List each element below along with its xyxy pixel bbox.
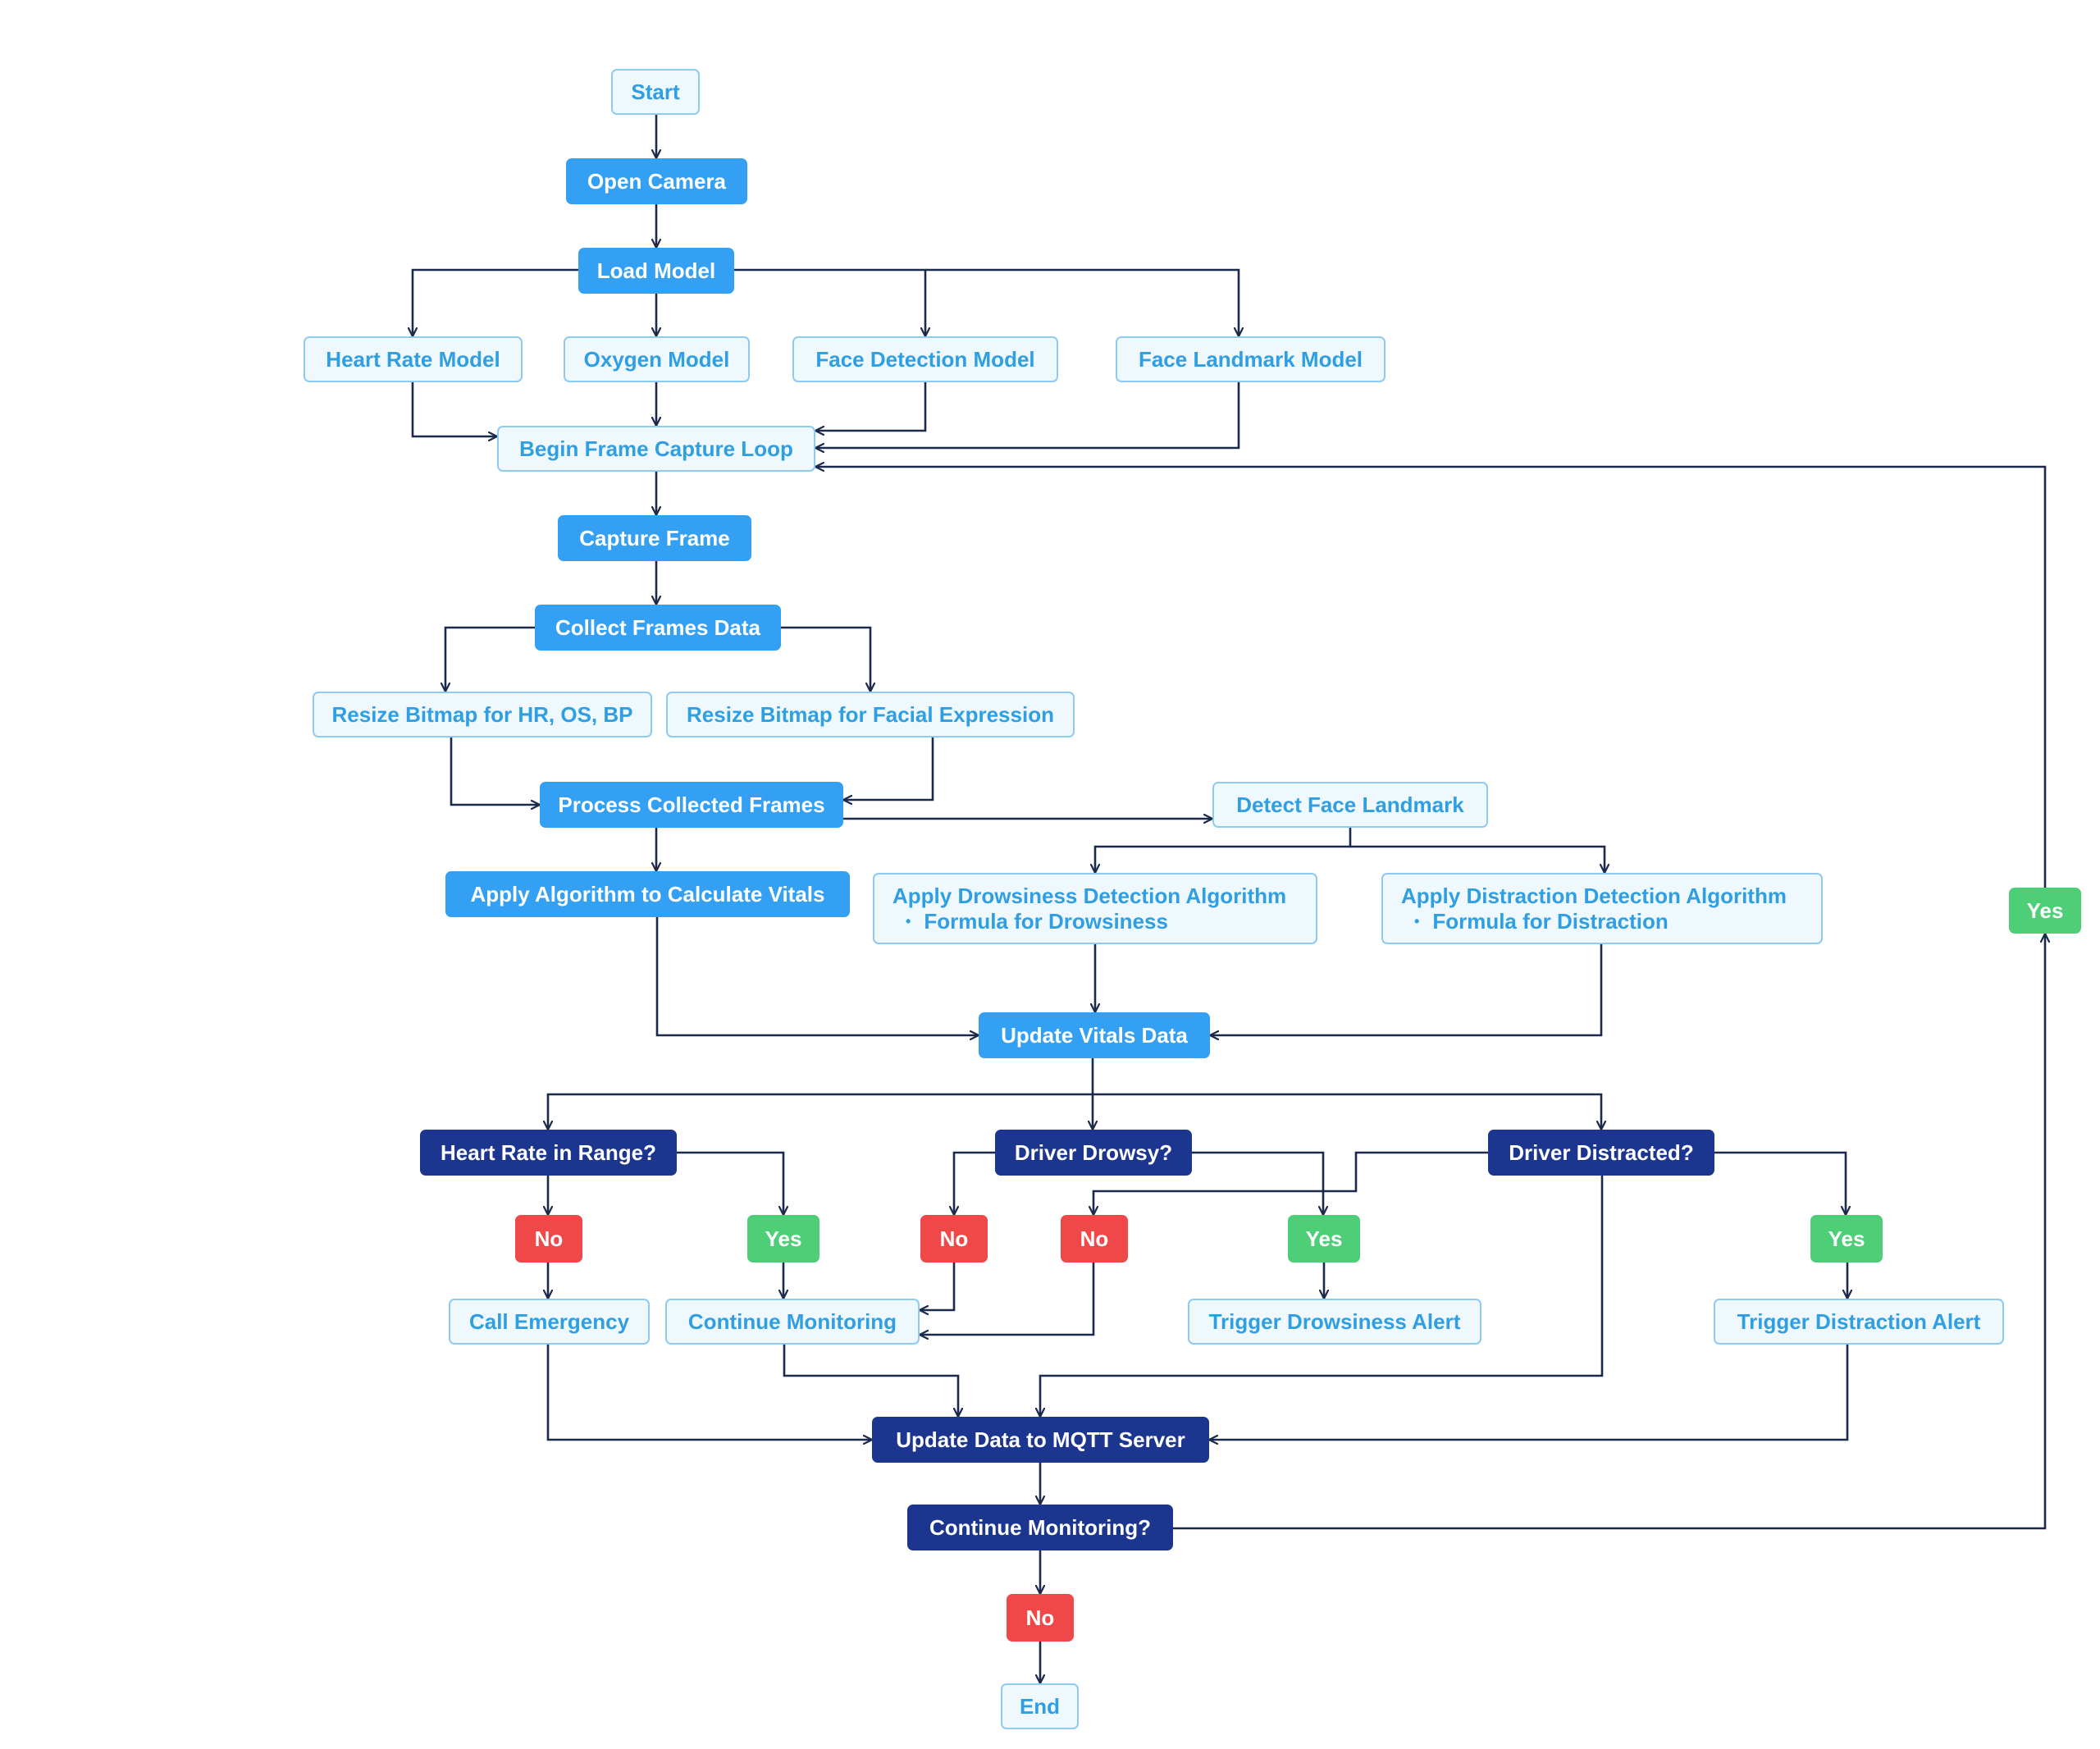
hr-yes-label[interactable]: Yes bbox=[747, 1215, 819, 1263]
start-node[interactable]: Start bbox=[611, 69, 700, 115]
distraction-algo-node[interactable]: Apply Distraction Detection Algorithm Fo… bbox=[1381, 873, 1823, 944]
drowsiness-formula: Formula for Drowsiness bbox=[892, 909, 1168, 934]
edge-update-vitals-hr-in-range bbox=[548, 1093, 1093, 1130]
edge-driver-distracted-distracted-yes bbox=[1714, 1151, 1846, 1215]
edge-driver-distracted-distracted-no bbox=[1093, 1151, 1488, 1215]
edge-face-landmark-model-begin-loop bbox=[815, 382, 1240, 448]
end-no-label[interactable]: No bbox=[1007, 1594, 1074, 1642]
oxygen-model-node[interactable]: Oxygen Model bbox=[564, 336, 750, 382]
drowsiness-algo-title: Apply Drowsiness Detection Algorithm bbox=[892, 883, 1287, 908]
edge-face-detection-model-begin-loop bbox=[815, 382, 927, 431]
continue-monitoring-node[interactable]: Continue Monitoring bbox=[665, 1299, 920, 1345]
edge-load-model-heart-rate-model bbox=[413, 268, 578, 336]
edge-detect-landmark-distraction-algo bbox=[1350, 845, 1605, 873]
edge-continue-monitoring-update-mqtt bbox=[783, 1345, 958, 1417]
continue-monitoring-decision[interactable]: Continue Monitoring? bbox=[907, 1505, 1173, 1550]
detect-landmark-node[interactable]: Detect Face Landmark bbox=[1212, 782, 1488, 828]
edge-collect-frames-resize-facial bbox=[781, 626, 870, 692]
edge-distracted-no-continue-monitoring bbox=[920, 1263, 1095, 1335]
hr-no-label[interactable]: No bbox=[515, 1215, 582, 1263]
drowsy-yes-label[interactable]: Yes bbox=[1288, 1215, 1360, 1263]
edge-continue-q-loop-yes bbox=[1173, 934, 2045, 1530]
edge-driver-drowsy-drowsy-yes bbox=[1192, 1151, 1323, 1215]
trigger-distraction-node[interactable]: Trigger Distraction Alert bbox=[1714, 1299, 2004, 1345]
end-node[interactable]: End bbox=[1001, 1683, 1079, 1729]
capture-frame-node[interactable]: Capture Frame bbox=[558, 515, 751, 561]
resize-hr-node[interactable]: Resize Bitmap for HR, OS, BP bbox=[313, 692, 652, 738]
driver-distracted-decision[interactable]: Driver Distracted? bbox=[1488, 1130, 1714, 1176]
process-frames-node[interactable]: Process Collected Frames bbox=[540, 782, 843, 828]
begin-loop-node[interactable]: Begin Frame Capture Loop bbox=[497, 426, 815, 472]
edge-driver-distracted-update-mqtt bbox=[1040, 1176, 1604, 1417]
edge-distraction-algo-update-vitals bbox=[1210, 944, 1603, 1035]
edge-apply-vitals-update-vitals bbox=[655, 917, 979, 1035]
edge-hr-in-range-hr-yes bbox=[677, 1151, 783, 1215]
call-emergency-node[interactable]: Call Emergency bbox=[449, 1299, 650, 1345]
edge-drowsy-no-continue-monitoring bbox=[920, 1263, 956, 1310]
edge-detect-landmark-drowsiness-algo bbox=[1095, 828, 1352, 873]
face-detection-model-node[interactable]: Face Detection Model bbox=[792, 336, 1058, 382]
open-camera-node[interactable]: Open Camera bbox=[566, 158, 747, 204]
distraction-formula: Formula for Distraction bbox=[1401, 909, 1668, 934]
edge-load-model-face-detection-model bbox=[734, 268, 925, 336]
driver-drowsy-decision[interactable]: Driver Drowsy? bbox=[995, 1130, 1192, 1176]
load-model-node[interactable]: Load Model bbox=[578, 248, 734, 294]
apply-vitals-node[interactable]: Apply Algorithm to Calculate Vitals bbox=[445, 871, 850, 917]
edge-resize-hr-process-frames bbox=[450, 738, 540, 805]
distracted-yes-label[interactable]: Yes bbox=[1810, 1215, 1883, 1263]
trigger-drowsiness-node[interactable]: Trigger Drowsiness Alert bbox=[1188, 1299, 1481, 1345]
distracted-no-label[interactable]: No bbox=[1061, 1215, 1128, 1263]
hr-in-range-decision[interactable]: Heart Rate in Range? bbox=[420, 1130, 677, 1176]
face-landmark-model-node[interactable]: Face Landmark Model bbox=[1116, 336, 1386, 382]
edge-driver-drowsy-drowsy-no bbox=[954, 1151, 995, 1215]
edge-call-emergency-update-mqtt bbox=[546, 1345, 872, 1440]
heart-rate-model-node[interactable]: Heart Rate Model bbox=[304, 336, 523, 382]
drowsiness-algo-node[interactable]: Apply Drowsiness Detection Algorithm For… bbox=[873, 873, 1317, 944]
distraction-algo-title: Apply Distraction Detection Algorithm bbox=[1401, 883, 1787, 908]
update-vitals-node[interactable]: Update Vitals Data bbox=[979, 1012, 1210, 1058]
drowsy-no-label[interactable]: No bbox=[920, 1215, 988, 1263]
edge-loop-yes-begin-loop bbox=[815, 467, 2047, 888]
edge-load-model-face-landmark-model bbox=[925, 268, 1239, 336]
edge-update-vitals-driver-distracted bbox=[1093, 1093, 1601, 1130]
collect-frames-node[interactable]: Collect Frames Data bbox=[535, 605, 781, 651]
edge-heart-rate-model-begin-loop bbox=[411, 382, 497, 436]
edge-resize-facial-process-frames bbox=[843, 738, 934, 800]
update-mqtt-node[interactable]: Update Data to MQTT Server bbox=[872, 1417, 1209, 1463]
edge-collect-frames-resize-hr bbox=[445, 626, 535, 692]
loop-yes-label[interactable]: Yes bbox=[2009, 888, 2081, 934]
edge-trigger-distraction-update-mqtt bbox=[1209, 1345, 1849, 1440]
resize-facial-node[interactable]: Resize Bitmap for Facial Expression bbox=[666, 692, 1075, 738]
